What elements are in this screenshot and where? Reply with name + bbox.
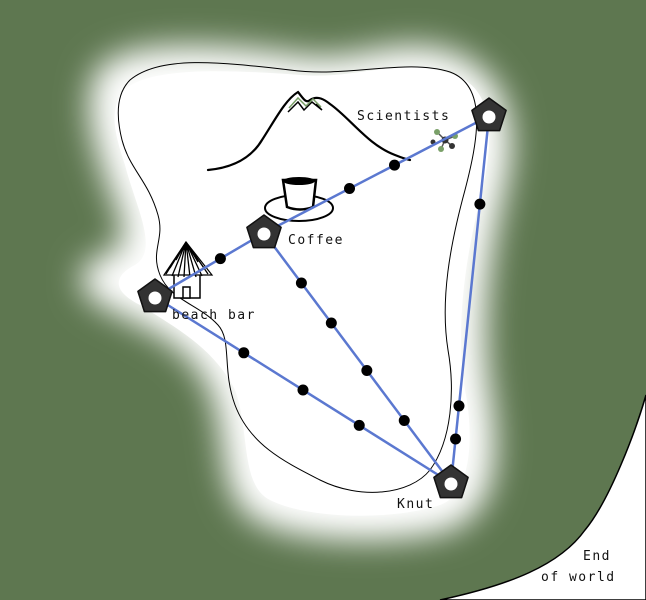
- coffee-cup-icon: [264, 177, 334, 222]
- route-stop[interactable]: [353, 419, 365, 431]
- node-hole: [257, 227, 271, 241]
- mountain-icon: [206, 90, 412, 172]
- hut-icon: [162, 240, 214, 299]
- end-of-world-line1: End: [583, 549, 611, 564]
- node-beach-bar[interactable]: [137, 278, 173, 313]
- node-knut[interactable]: [433, 464, 469, 499]
- route-stop[interactable]: [344, 183, 355, 195]
- end-of-world-line2: of world: [541, 570, 616, 585]
- label-coffee: Coffee: [288, 233, 344, 248]
- route-stop[interactable]: [297, 384, 309, 396]
- route-stop[interactable]: [389, 159, 400, 171]
- route-stop[interactable]: [214, 253, 226, 265]
- route-coffee-scientists: [263, 114, 490, 235]
- node-scientists[interactable]: [471, 97, 507, 132]
- label-scientists: Scientists: [357, 109, 450, 124]
- label-knut: Knut: [397, 497, 434, 512]
- stops-layer: [214, 159, 486, 445]
- node-hole: [148, 291, 162, 305]
- route-scientists-knut: [449, 115, 491, 484]
- route-stop[interactable]: [453, 400, 465, 412]
- route-stop[interactable]: [474, 198, 486, 210]
- label-beach-bar: beach bar: [172, 308, 256, 323]
- node-hole: [482, 110, 496, 124]
- route-beach_bar-coffee: [154, 231, 265, 299]
- route-coffee-knut: [262, 232, 453, 484]
- island-core: [114, 67, 490, 516]
- route-stop[interactable]: [325, 317, 337, 329]
- island-contour: [117, 62, 478, 493]
- node-coffee[interactable]: [246, 214, 282, 249]
- nodes-layer: [137, 97, 507, 499]
- route-stop[interactable]: [450, 433, 462, 445]
- route-stop[interactable]: [295, 277, 307, 289]
- end-of-world-land: [439, 394, 646, 600]
- routes-layer: [154, 114, 491, 485]
- route-stop[interactable]: [361, 365, 373, 376]
- route-stop[interactable]: [238, 347, 250, 359]
- node-hole: [444, 477, 458, 491]
- route-stop[interactable]: [398, 415, 410, 426]
